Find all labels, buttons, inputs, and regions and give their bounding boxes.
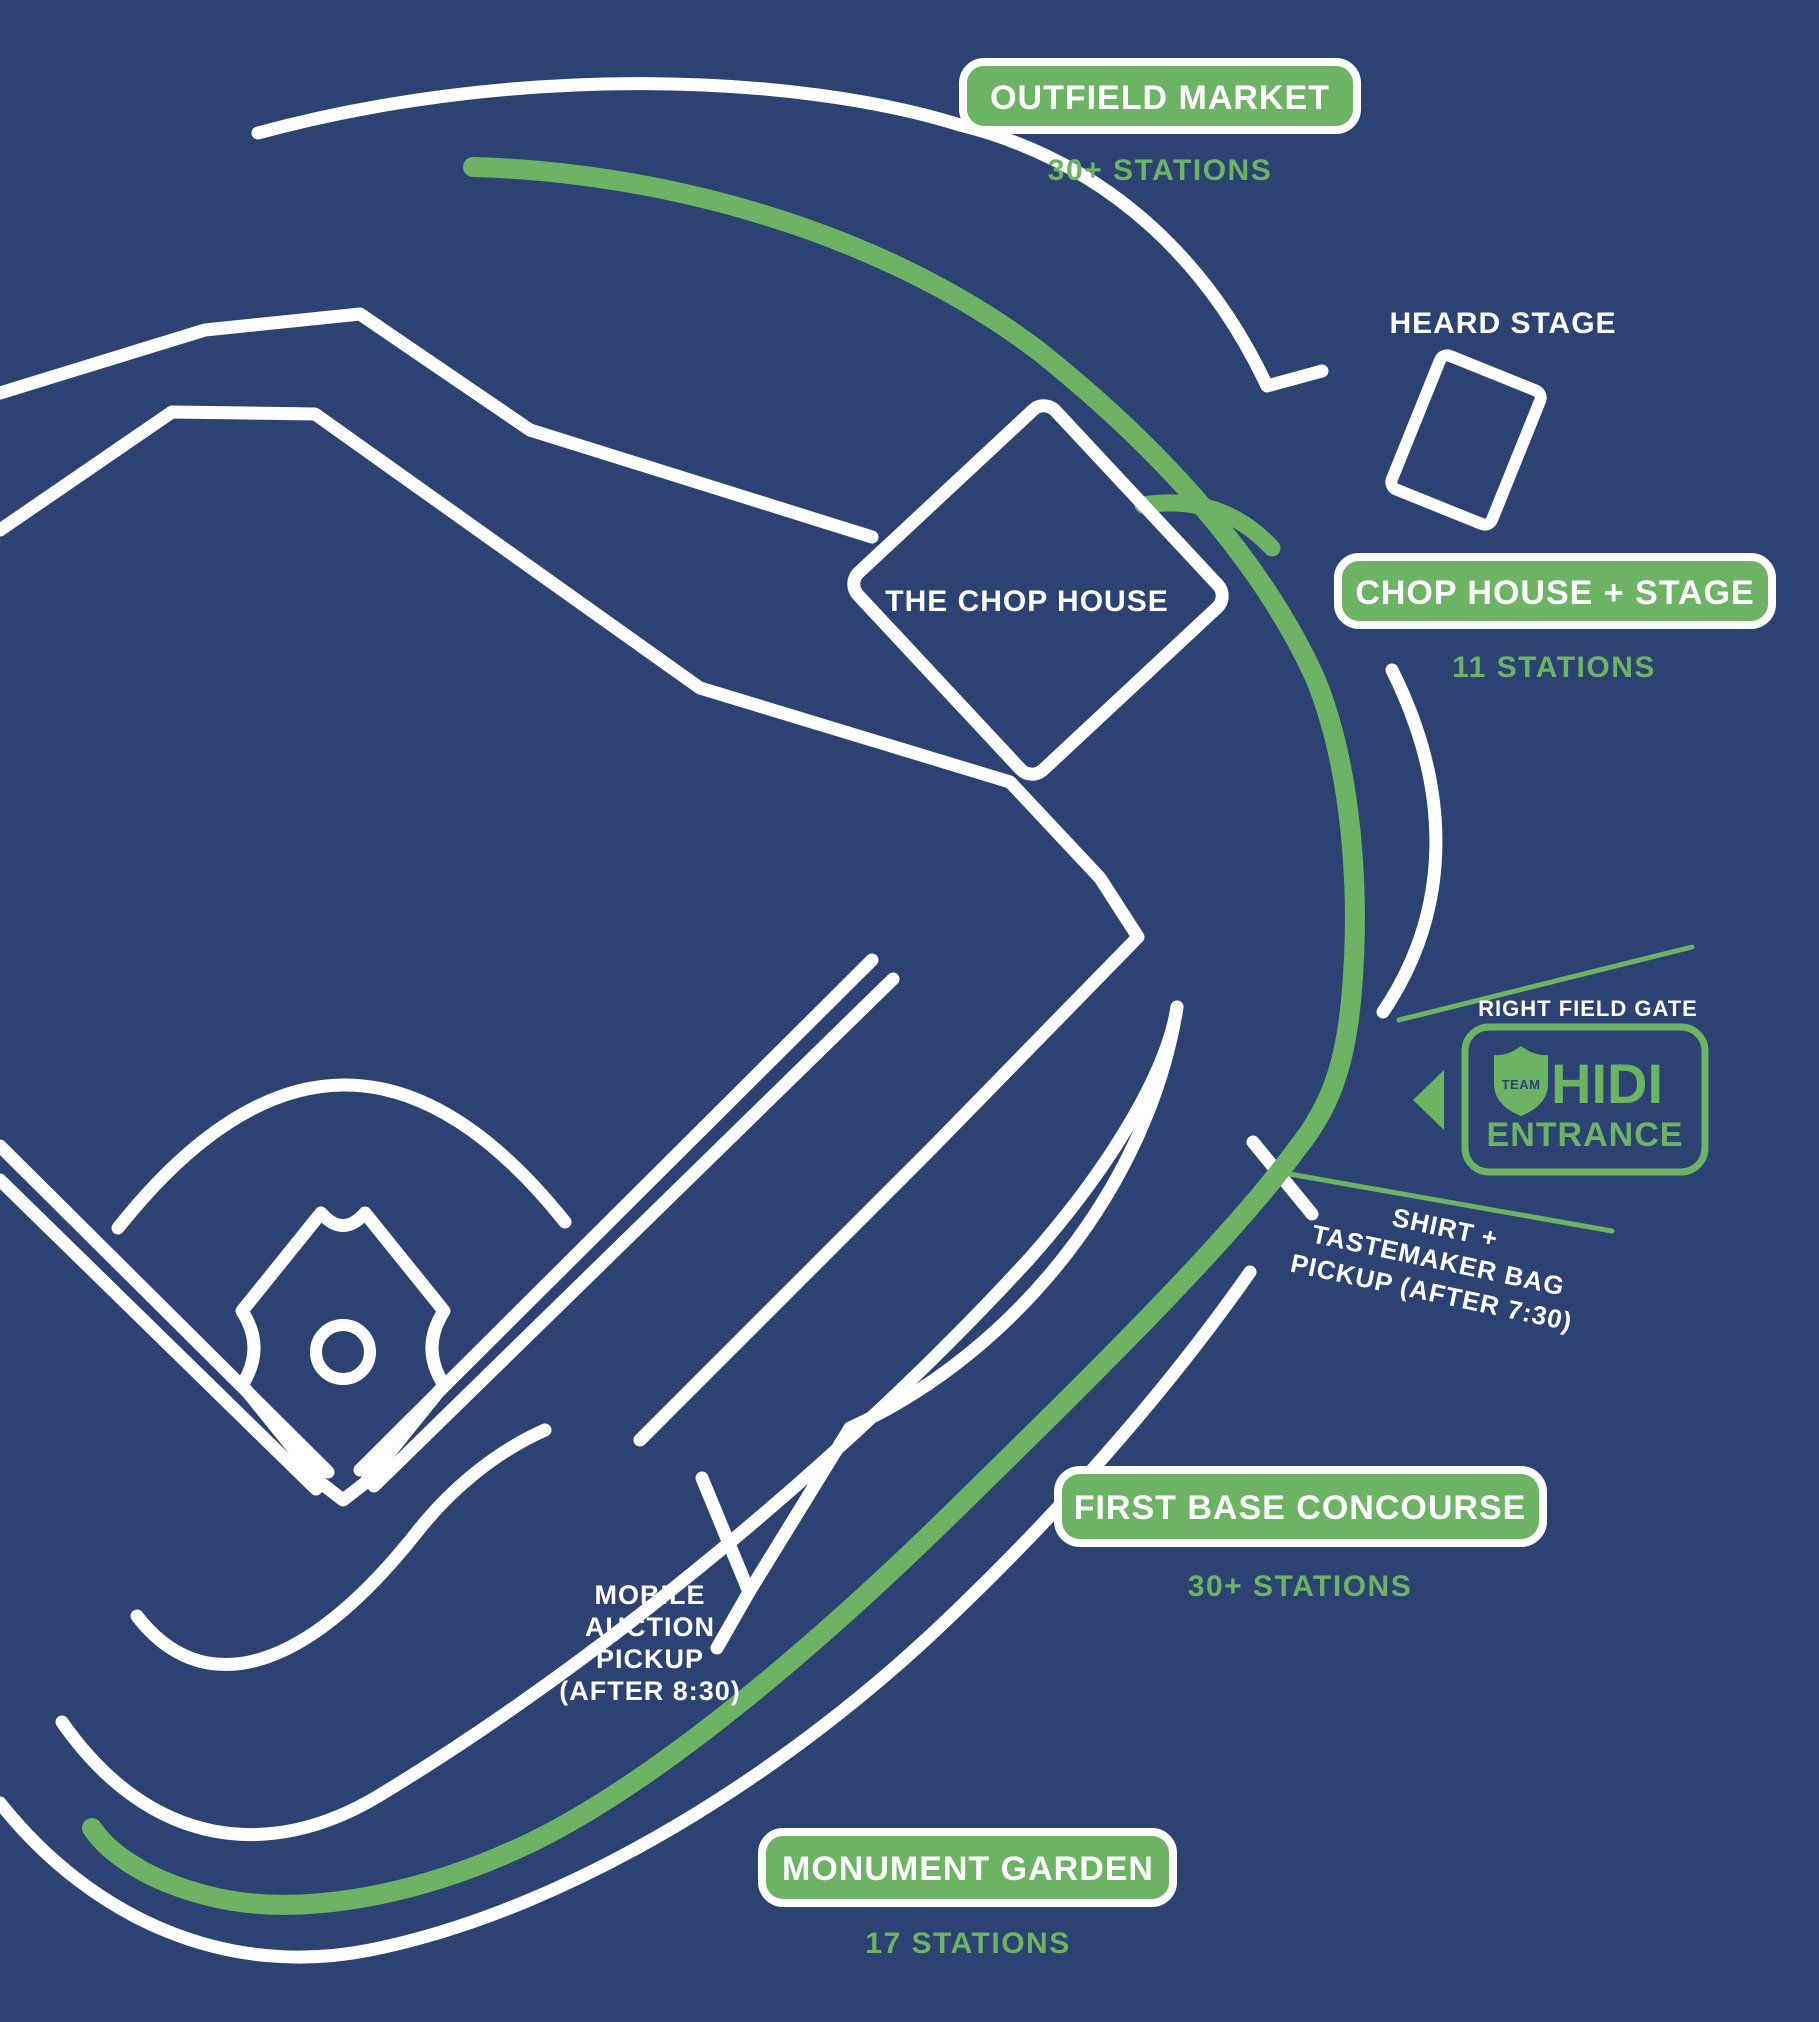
shirt-pickup-pointer-line bbox=[1275, 1169, 1615, 1234]
shield-icon: TEAM bbox=[1494, 1046, 1548, 1116]
first-base-concourse-pill bbox=[1054, 1466, 1547, 1547]
mobile-auction-spur-line bbox=[695, 1471, 756, 1655]
pitchers-mound bbox=[310, 1319, 376, 1385]
mobile-auction-note: MOBILE AUCTION PICKUP (AFTER 8:30) bbox=[559, 1580, 741, 1706]
foul-line-right-inner bbox=[353, 953, 879, 1477]
first-base-concourse-stations: 30+ STATIONS bbox=[1188, 1570, 1412, 1603]
third-base-bowl-line bbox=[0, 405, 1145, 1447]
baseball-infield bbox=[0, 953, 900, 1507]
chop-house-route-branch bbox=[1134, 494, 1281, 557]
right-field-arc bbox=[1376, 663, 1443, 1019]
mobile-auction-line-1: MOBILE bbox=[595, 1580, 706, 1610]
mobile-auction-line-2: AUCTION bbox=[585, 1612, 715, 1642]
area-pill-chop-house-stage: CHOP HOUSE + STAGE 11 STATIONS bbox=[1334, 553, 1776, 684]
foul-line-left-inner bbox=[0, 1139, 335, 1479]
entrance-brand-text: HIDI bbox=[1551, 1052, 1663, 1115]
chop-house-stage-pill bbox=[1334, 553, 1776, 629]
area-pill-outfield-market: OUTFIELD MARKET 30+ STATIONS bbox=[959, 58, 1361, 187]
right-field-gate-label: RIGHT FIELD GATE bbox=[1478, 996, 1698, 1021]
shield-team-text: TEAM bbox=[1502, 1077, 1541, 1092]
heard-stage-landmark: HEARD STAGE bbox=[1385, 307, 1616, 531]
shirt-pickup-note: SHIRT + TASTEMAKER BAG PICKUP (AFTER 7:3… bbox=[1288, 1202, 1575, 1337]
stadium-outline-lines bbox=[0, 77, 1443, 1964]
chop-house-stage-label: CHOP HOUSE + STAGE bbox=[1355, 574, 1754, 612]
heard-stage-outline bbox=[1385, 349, 1547, 531]
area-pill-monument-garden: MONUMENT GARDEN 17 STATIONS bbox=[758, 1828, 1177, 1960]
green-route bbox=[82, 157, 1695, 1915]
concourse-outer-line bbox=[0, 1265, 1257, 1964]
outfield-market-label: OUTFIELD MARKET bbox=[990, 79, 1330, 117]
monument-garden-label: MONUMENT GARDEN bbox=[782, 1850, 1154, 1888]
third-base-upper-deck-line bbox=[0, 307, 879, 544]
foul-line-left-outer bbox=[0, 1173, 323, 1496]
chop-house-diamond-outline bbox=[847, 399, 1229, 781]
gate-pointer-line bbox=[1396, 944, 1695, 1023]
chop-house-stage-stations: 11 STATIONS bbox=[1452, 651, 1656, 684]
mobile-auction-line-4: (AFTER 8:30) bbox=[559, 1676, 741, 1706]
home-plate-inner-arc bbox=[130, 1423, 552, 1671]
right-field-gate-group: RIGHT FIELD GATE TEAM HIDI ENTRANCE bbox=[1413, 996, 1709, 1176]
infield-grass-arc bbox=[111, 1078, 572, 1235]
concourse-inner-line bbox=[55, 1000, 1184, 1842]
monument-garden-stations: 17 STATIONS bbox=[865, 1927, 1070, 1960]
outfield-market-pill bbox=[959, 58, 1361, 134]
outer-top-arc bbox=[251, 77, 1329, 393]
entrance-badge-outline bbox=[1461, 1023, 1709, 1176]
area-pill-first-base-concourse: FIRST BASE CONCOURSE 30+ STATIONS bbox=[1054, 1466, 1547, 1603]
foul-line-right-outer bbox=[367, 972, 900, 1493]
heard-stage-label: HEARD STAGE bbox=[1389, 307, 1616, 340]
first-base-concourse-label: FIRST BASE CONCOURSE bbox=[1074, 1489, 1527, 1527]
entrance-label-text: ENTRANCE bbox=[1487, 1116, 1684, 1154]
arrow-left-icon bbox=[1413, 1070, 1444, 1130]
hidi-entrance-badge: TEAM HIDI ENTRANCE bbox=[1461, 1023, 1709, 1176]
outfield-market-stations: 30+ STATIONS bbox=[1048, 154, 1272, 187]
chop-house-label: THE CHOP HOUSE bbox=[885, 585, 1169, 618]
shield-shape bbox=[1494, 1046, 1548, 1116]
main-concourse-route bbox=[82, 157, 1365, 1915]
chop-house-building: THE CHOP HOUSE bbox=[847, 399, 1229, 781]
infield-diamond bbox=[235, 1206, 451, 1507]
mobile-auction-line-3: PICKUP bbox=[596, 1644, 704, 1674]
monument-garden-pill bbox=[758, 1828, 1177, 1907]
